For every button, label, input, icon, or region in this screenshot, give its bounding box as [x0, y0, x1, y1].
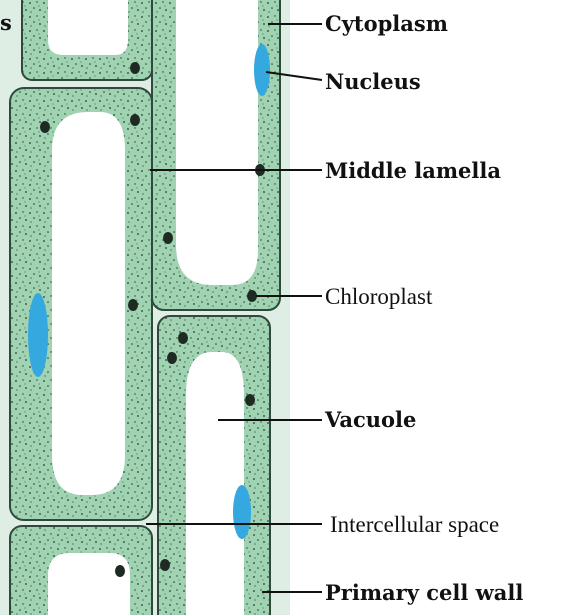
label-nucleus: Nucleus: [325, 69, 421, 94]
label-vacuole: Vacuole: [324, 407, 416, 432]
label-middle-lamella: Middle lamella: [325, 158, 501, 183]
label-intercellular-space: Intercellular space: [330, 512, 499, 537]
vacuole-left-large: [52, 112, 125, 495]
label-cytoplasm: Cytoplasm: [325, 11, 448, 36]
vacuole-bottom-left: [48, 553, 130, 615]
vacuole-right-upper: [176, 0, 258, 285]
label-chloroplast: Chloroplast: [325, 284, 433, 309]
label-primary-cell-wall: Primary cell wall: [325, 580, 523, 605]
nucleus-right-lower: [233, 485, 251, 539]
vacuole-top-left: [48, 0, 128, 55]
cell-bottom-left: [10, 526, 152, 615]
nucleus-left-large: [28, 293, 48, 377]
cropped-label-fragment: s: [0, 10, 12, 35]
vacuole-right-lower: [186, 352, 244, 615]
nucleus-right-upper: [254, 44, 270, 96]
